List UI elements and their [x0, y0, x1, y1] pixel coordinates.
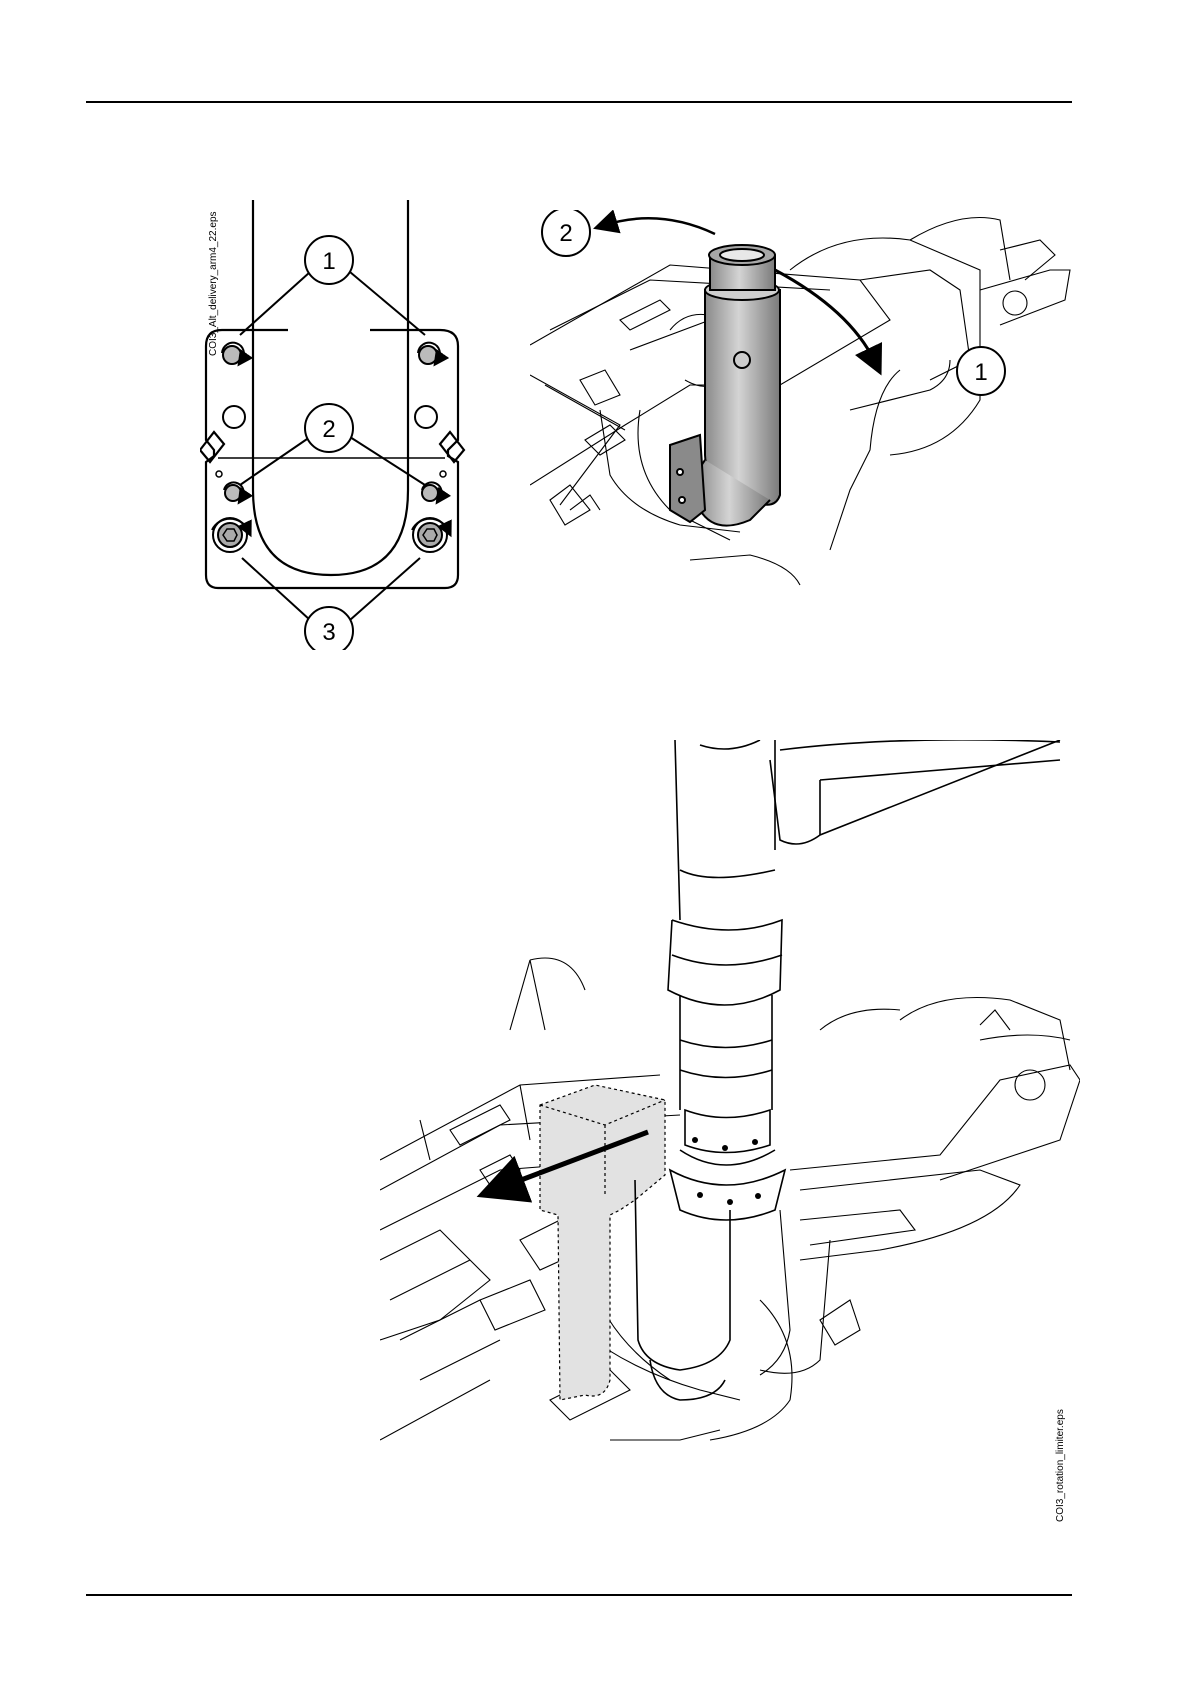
- arm-cylinder: [670, 245, 780, 526]
- callout-1-label: 1: [322, 248, 335, 275]
- arm-rotation-figure: 2 1: [530, 210, 1075, 605]
- callout-2-label: 2: [322, 416, 335, 443]
- rotation-limiter-figure: [380, 740, 1080, 1520]
- callout-1-label: 1: [974, 359, 987, 386]
- callout-2-label: 2: [559, 220, 572, 247]
- callout-3-label: 3: [322, 619, 335, 646]
- header-rule: [86, 101, 1072, 103]
- rotation-arrow: [605, 218, 715, 234]
- figure-filename-label: COI3_rotation_limiter.eps: [1055, 1409, 1066, 1522]
- footer-rule: [86, 1594, 1072, 1596]
- bracket-schematic-figure: 1 2 3: [200, 200, 510, 650]
